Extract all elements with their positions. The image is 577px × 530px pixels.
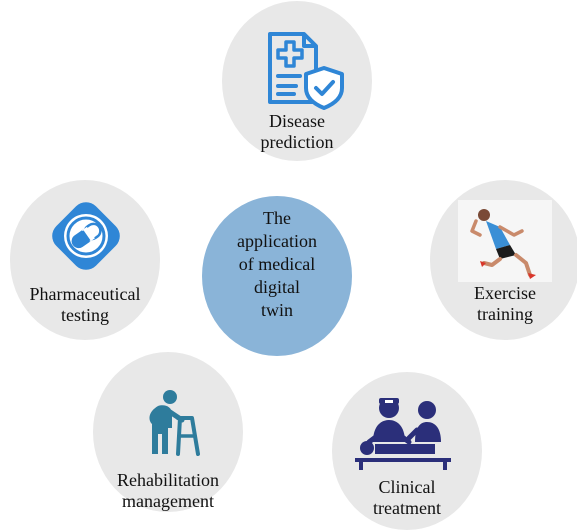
label-exercise-training: Exercise training bbox=[430, 283, 577, 325]
runner-icon bbox=[458, 200, 552, 282]
doctor-patient-icon bbox=[355, 398, 451, 470]
person-with-walker-icon bbox=[149, 390, 200, 456]
pill-capsule-icon bbox=[52, 202, 120, 270]
node-disease-prediction bbox=[222, 1, 372, 161]
label-line: Clinical bbox=[378, 477, 436, 497]
label-line: Rehabilitation bbox=[117, 470, 219, 490]
label-line: testing bbox=[61, 305, 109, 325]
label-rehabilitation-management: Rehabilitation management bbox=[93, 470, 243, 512]
label-line: treatment bbox=[373, 498, 441, 518]
label-line: Exercise bbox=[474, 283, 536, 303]
label-line: management bbox=[122, 491, 214, 511]
label-line: Disease bbox=[269, 111, 325, 131]
label-line: prediction bbox=[260, 132, 334, 152]
center-title-line: of medical bbox=[238, 254, 316, 274]
label-pharmaceutical-testing: Pharmaceutical testing bbox=[10, 284, 160, 326]
center-title: The application of medical digital twin bbox=[202, 207, 352, 322]
label-line: training bbox=[477, 304, 533, 324]
center-title-line: application bbox=[237, 231, 317, 251]
medical-document-shield-icon bbox=[268, 32, 344, 110]
center-circle bbox=[202, 196, 352, 356]
label-disease-prediction: Disease prediction bbox=[222, 111, 372, 153]
center-title-line: The bbox=[263, 208, 291, 228]
label-line: Pharmaceutical bbox=[29, 284, 141, 304]
label-clinical-treatment: Clinical treatment bbox=[332, 477, 482, 519]
center-title-line: digital bbox=[254, 277, 300, 297]
center-title-line: twin bbox=[260, 300, 293, 320]
